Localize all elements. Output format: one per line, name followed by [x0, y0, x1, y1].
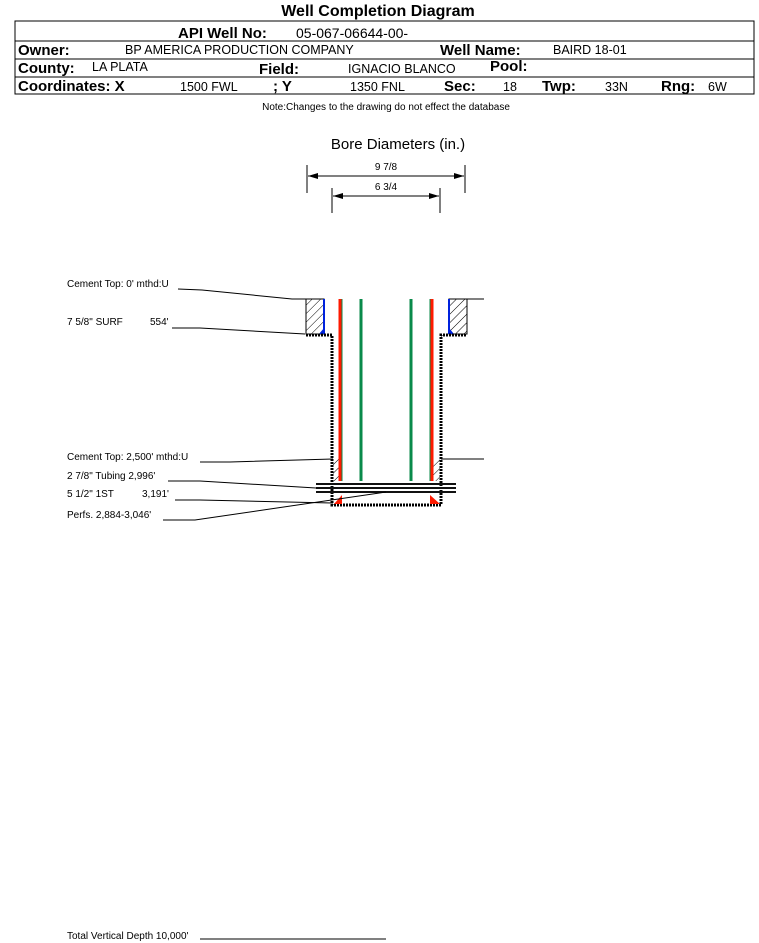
surface-cement-left	[305, 298, 325, 335]
county-label: County:	[18, 60, 75, 77]
well-name-value: BAIRD 18-01	[553, 43, 627, 57]
bore-title: Bore Diameters (in.)	[331, 136, 465, 153]
cement-top-2-label: Cement Top: 2,500' mthd:U	[67, 452, 188, 463]
production-cement-right	[433, 459, 440, 481]
production-casing	[306, 333, 467, 507]
header-table: API Well No: 05-067-06644-00- Owner: BP …	[14, 20, 755, 95]
rng-value: 6W	[708, 80, 727, 94]
labels: Cement Top: 0' mthd:U 7 5/8" SURF 554' C…	[67, 279, 387, 942]
coord-x-label: Coordinates: X	[18, 78, 125, 95]
surface-cement-right	[448, 298, 468, 335]
coord-x-value: 1500 FWL	[180, 80, 238, 94]
prod-casing-label: 5 1/2" 1ST	[67, 489, 114, 500]
owner-value: BP AMERICA PRODUCTION COMPANY	[125, 43, 354, 57]
page-title: Well Completion Diagram	[281, 3, 475, 20]
api-label: API Well No:	[178, 25, 267, 42]
rng-label: Rng:	[661, 78, 695, 95]
wellbore	[305, 298, 484, 507]
surf-casing-label: 7 5/8" SURF	[67, 317, 123, 328]
bore-diameters: Bore Diameters (in.) 9 7/8 6 3/4	[306, 136, 466, 213]
sec-value: 18	[503, 80, 517, 94]
api-value: 05-067-06644-00-	[296, 25, 408, 41]
prod-depth-label: 3,191'	[142, 489, 169, 500]
cement-top-1-label: Cement Top: 0' mthd:U	[67, 279, 169, 290]
production-cement-left	[333, 459, 340, 481]
coord-y-label: ; Y	[273, 78, 292, 95]
outer-diameter: 9 7/8	[375, 162, 398, 173]
perfs-label: Perfs. 2,884-3,046'	[67, 510, 151, 521]
field-label: Field:	[259, 61, 299, 78]
county-value: LA PLATA	[92, 60, 148, 74]
surf-depth-label: 554'	[150, 317, 169, 328]
twp-value: 33N	[605, 80, 628, 94]
tvd-label: Total Vertical Depth 10,000'	[67, 931, 189, 942]
note: Note:Changes to the drawing do not effec…	[262, 102, 510, 113]
field-value: IGNACIO BLANCO	[348, 62, 456, 76]
well-name-label: Well Name:	[440, 42, 521, 59]
owner-label: Owner:	[18, 42, 70, 59]
coord-y-value: 1350 FNL	[350, 80, 405, 94]
inner-diameter: 6 3/4	[375, 182, 398, 193]
sec-label: Sec:	[444, 78, 476, 95]
pool-label: Pool:	[490, 58, 528, 75]
tubing-label: 2 7/8" Tubing 2,996'	[67, 471, 155, 482]
twp-label: Twp:	[542, 78, 576, 95]
